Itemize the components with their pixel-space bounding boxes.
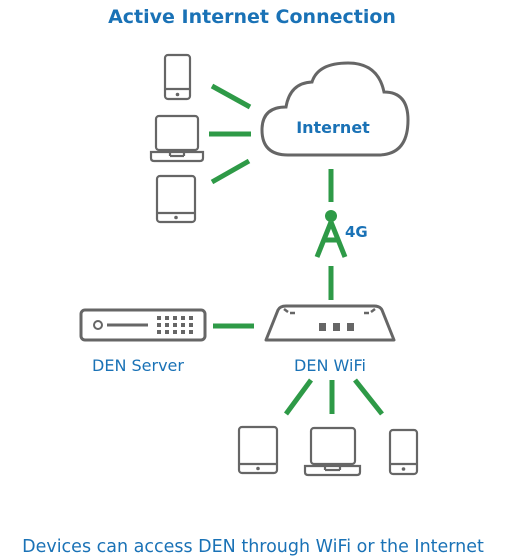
smartphone-icon: [163, 53, 192, 101]
link-phone-internet: [210, 83, 252, 110]
smartphone-icon: [388, 428, 419, 476]
router-label: DEN WiFi: [294, 356, 366, 375]
laptop-icon: [303, 426, 362, 477]
link-router-tablet: [283, 378, 314, 416]
server-label: DEN Server: [92, 356, 184, 375]
laptop-icon: [149, 114, 205, 163]
cellular-label: 4G: [345, 223, 368, 241]
diagram-caption: Devices can access DEN through WiFi or t…: [22, 537, 484, 557]
tablet-icon: [155, 174, 197, 224]
link-tablet-internet: [210, 158, 251, 185]
cell-tower-icon: [314, 210, 348, 258]
cloud-icon: [260, 61, 410, 157]
router-icon: [264, 304, 396, 342]
link-router-phone: [353, 378, 384, 416]
diagram-title: Active Internet Connection: [108, 6, 396, 28]
internet-label: Internet: [296, 118, 370, 137]
tablet-icon: [237, 425, 279, 475]
server-icon: [79, 308, 207, 342]
